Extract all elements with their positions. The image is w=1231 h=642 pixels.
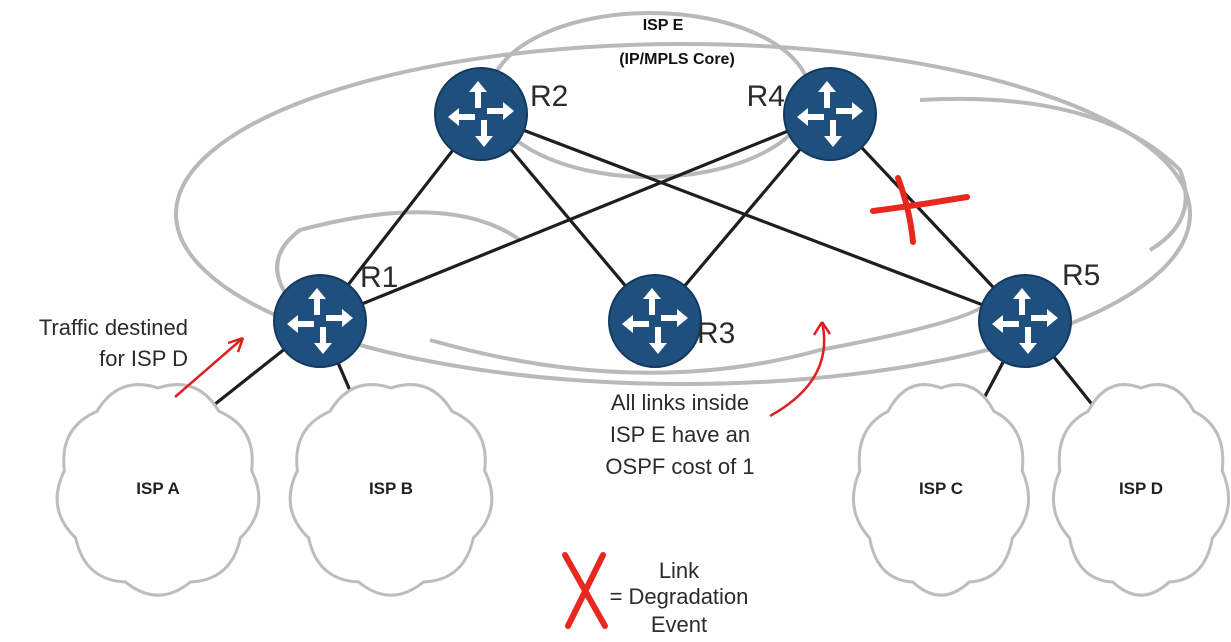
router-label-r1: R1 bbox=[360, 261, 398, 294]
cloud-shape-isp-c bbox=[852, 383, 1030, 597]
router-arrow-icon bbox=[487, 102, 514, 120]
degradation-x-stroke bbox=[895, 175, 916, 245]
router-arrow-icon bbox=[314, 327, 332, 354]
cloud-shape-isp-a bbox=[55, 383, 261, 597]
cloud-isp-b: ISP B bbox=[288, 383, 494, 597]
router-arrow-icon bbox=[1013, 288, 1031, 315]
cloud-label-isp-b: ISP B bbox=[369, 479, 413, 498]
legend-text-line: Link bbox=[659, 558, 700, 583]
isp-e-label-group: ISP E (IP/MPLS Core) bbox=[619, 17, 735, 68]
link-r1-r4 bbox=[318, 112, 832, 323]
link-r2-r5 bbox=[479, 112, 1027, 323]
router-r3: R3 bbox=[608, 274, 735, 368]
ospf-arrow-head bbox=[812, 321, 832, 336]
router-r2: R2 bbox=[434, 67, 568, 161]
cloud-shape-isp-d bbox=[1052, 383, 1230, 597]
router-arrow-icon bbox=[622, 315, 649, 333]
router-icon bbox=[978, 274, 1072, 368]
cloud-isp-c: ISP C bbox=[852, 383, 1030, 597]
router-arrow-icon bbox=[818, 81, 836, 108]
core-subtitle: (IP/MPLS Core) bbox=[619, 51, 735, 68]
traffic-note-line: for ISP D bbox=[99, 346, 188, 371]
legend-text-line: Event bbox=[651, 612, 707, 637]
router-arrow-icon bbox=[643, 288, 661, 315]
traffic-arrow-head bbox=[227, 336, 245, 353]
annotations: Traffic destined for ISP D All links insid… bbox=[39, 175, 970, 637]
cloud-label-isp-a: ISP A bbox=[136, 479, 179, 498]
core-cloud-outer-ring bbox=[174, 42, 1192, 386]
router-icon bbox=[608, 274, 702, 368]
router-arrow-icon bbox=[1019, 327, 1037, 354]
traffic-arrow bbox=[174, 337, 244, 398]
router-icon bbox=[783, 67, 877, 161]
router-label-r3: R3 bbox=[697, 317, 735, 350]
router-arrow-icon bbox=[469, 81, 487, 108]
cloud-label-isp-d: ISP D bbox=[1119, 479, 1163, 498]
router-arrow-icon bbox=[649, 327, 667, 354]
ospf-note-line: ISP E have an bbox=[610, 422, 750, 447]
router-arrow-icon bbox=[992, 315, 1019, 333]
legend-text-line: = Degradation bbox=[610, 584, 749, 609]
links bbox=[198, 112, 1101, 418]
router-icon bbox=[273, 274, 367, 368]
cloud-label-isp-c: ISP C bbox=[919, 479, 963, 498]
router-r1: R1 bbox=[273, 261, 398, 368]
core-title: ISP E bbox=[643, 17, 684, 34]
router-arrow-icon bbox=[475, 120, 493, 147]
router-label-r2: R2 bbox=[530, 80, 568, 113]
router-arrow-icon bbox=[287, 315, 314, 333]
router-label-r4: R4 bbox=[747, 80, 785, 113]
core-cloud-inner-arc-right bbox=[919, 96, 1188, 252]
router-arrow-icon bbox=[1031, 309, 1058, 327]
degradation-x-stroke bbox=[870, 194, 970, 214]
router-arrow-icon bbox=[824, 120, 842, 147]
router-arrow-icon bbox=[326, 309, 353, 327]
isp-clouds: ISP A ISP B ISP C ISP D bbox=[55, 383, 1230, 597]
ospf-note-line: All links inside bbox=[611, 390, 749, 415]
cloud-isp-d: ISP D bbox=[1052, 383, 1230, 597]
isp-e-core-cloud bbox=[174, 11, 1192, 386]
core-cloud-inner-arc-left bbox=[275, 210, 522, 302]
router-r5: R5 bbox=[978, 259, 1100, 368]
router-label-r5: R5 bbox=[1062, 259, 1100, 292]
degradation-x-icon bbox=[870, 175, 970, 245]
router-arrow-icon bbox=[661, 309, 688, 327]
traffic-note-line: Traffic destined bbox=[39, 315, 188, 340]
core-cloud-inner-arc-bottom bbox=[429, 298, 992, 375]
cloud-shape-isp-b bbox=[288, 383, 494, 597]
cloud-isp-a: ISP A bbox=[55, 383, 261, 597]
ospf-arrow bbox=[769, 321, 826, 418]
legend-x-icon bbox=[562, 552, 608, 629]
link-r4-r5 bbox=[828, 112, 1027, 323]
router-arrow-icon bbox=[836, 102, 863, 120]
router-icon bbox=[434, 67, 528, 161]
router-arrow-icon bbox=[448, 108, 475, 126]
router-arrow-icon bbox=[308, 288, 326, 315]
ospf-note-line: OSPF cost of 1 bbox=[605, 454, 754, 479]
router-arrow-icon bbox=[797, 108, 824, 126]
router-r4: R4 bbox=[747, 67, 877, 161]
